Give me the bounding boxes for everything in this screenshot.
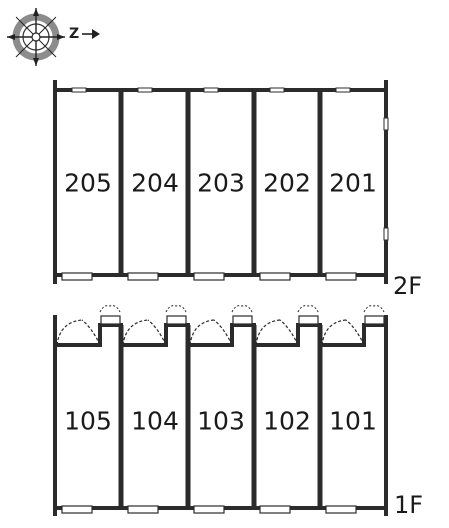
unit-label-101: 101 — [329, 407, 377, 436]
compass-rose-icon — [7, 8, 65, 66]
floor-1f-window-openings — [61, 505, 357, 514]
unit-label-203: 203 — [197, 169, 245, 198]
unit-label-102: 102 — [263, 407, 311, 436]
floor-1f-fixture-marks — [99, 305, 385, 313]
unit-label-202: 202 — [263, 169, 311, 198]
floor-1f-entrance-doors — [56, 319, 365, 346]
floor-2f-partitions — [118, 90, 323, 275]
compass-letter: Z — [69, 26, 79, 42]
unit-label-201: 201 — [329, 169, 377, 198]
floor-label-2f: 2F — [393, 272, 422, 300]
floor-2f-balcony-doors — [61, 272, 357, 281]
floor-1f-meter-boxes — [100, 315, 385, 325]
floor-1f-top-wall — [55, 323, 386, 347]
floor-label-1f: 1F — [394, 491, 423, 519]
unit-label-204: 204 — [131, 169, 179, 198]
floor-1f: 105 104 103 102 101 1F — [53, 305, 423, 519]
floor-2f-top-windows — [71, 87, 351, 93]
floor-2f-unit-labels: 205 204 203 202 201 — [64, 169, 377, 198]
unit-label-105: 105 — [64, 407, 112, 436]
unit-label-205: 205 — [64, 169, 112, 198]
unit-label-103: 103 — [197, 407, 245, 436]
floor-2f-side-windows — [383, 117, 389, 241]
compass: Z — [7, 8, 100, 66]
north-arrow-icon — [82, 29, 100, 39]
unit-label-104: 104 — [131, 407, 179, 436]
floor-1f-unit-labels: 105 104 103 102 101 — [64, 407, 377, 436]
floor-2f: 205 204 203 202 201 2F — [53, 80, 422, 300]
floor-1f-partitions — [118, 325, 323, 508]
